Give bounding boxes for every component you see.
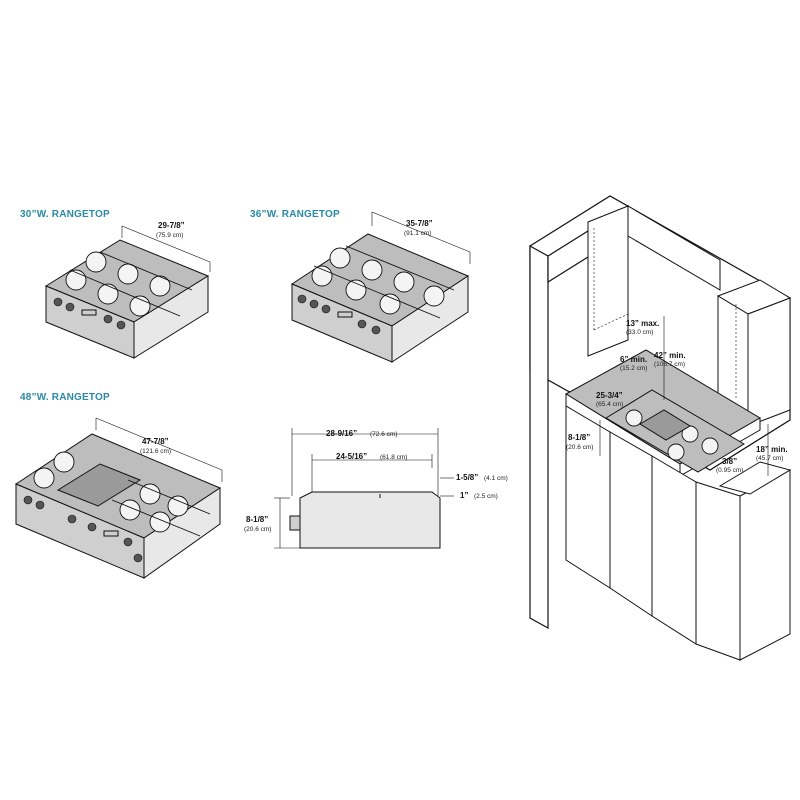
rangetop-36-knobs bbox=[297, 294, 381, 335]
installation-view: 13” max. (33.0 cm) 42” min. (106.7 cm) 6… bbox=[529, 195, 792, 661]
burner-icon bbox=[423, 285, 445, 307]
rangetop-36-dim-line bbox=[371, 211, 471, 253]
rangetop-48-dim-line bbox=[95, 417, 223, 471]
burner-icon bbox=[65, 269, 87, 291]
side-height-cm: (20.6 cm) bbox=[244, 526, 271, 533]
top-offset-cm: (4.1 cm) bbox=[484, 475, 508, 482]
installed-griddle bbox=[639, 409, 691, 441]
upper-cabinet-left bbox=[587, 205, 629, 357]
rangetop-30: 30”W. RANGETOP 29-7/8” (75.9 cm) bbox=[20, 209, 211, 359]
side-min: 6” min. bbox=[620, 355, 647, 364]
rangetop-30-width-cm: (75.9 cm) bbox=[156, 232, 183, 239]
burner-icon bbox=[53, 451, 75, 473]
knob-icon bbox=[371, 325, 381, 335]
knob-icon bbox=[65, 302, 75, 312]
rangetop-36: 36”W. RANGETOP 35-7/8” (91.1 cm) bbox=[250, 209, 471, 363]
hood bbox=[627, 205, 721, 291]
lip-height-cm: (2.5 cm) bbox=[474, 493, 498, 500]
hood-max: 13” max. bbox=[626, 319, 659, 328]
knob-icon bbox=[116, 320, 126, 330]
knob-icon bbox=[23, 495, 33, 505]
top-offset: 1-5/8” bbox=[456, 473, 478, 482]
knob-icon bbox=[309, 299, 319, 309]
lip-height: 1” bbox=[460, 491, 468, 500]
rangetop-48-width: 47-7/8” bbox=[142, 437, 169, 446]
inner-depth: 24-5/16” bbox=[336, 452, 367, 461]
clear-min-cm: (106.7 cm) bbox=[654, 361, 685, 368]
rangetop-36-width: 35-7/8” bbox=[406, 219, 433, 228]
burner-icon bbox=[167, 495, 189, 517]
burner-icon bbox=[667, 443, 685, 461]
side-view: 28-9/16” (72.6 cm) 24-5/16” (61.8 cm) 1-… bbox=[244, 428, 508, 549]
burner-icon bbox=[117, 263, 139, 285]
rangetop-30-width: 29-7/8” bbox=[158, 221, 185, 230]
inner-depth-cm: (61.8 cm) bbox=[380, 454, 407, 461]
burner-icon bbox=[149, 275, 171, 297]
rangetop-30-dim-line bbox=[121, 225, 211, 263]
knob-icon bbox=[321, 304, 331, 314]
rangetop-48-title: 48”W. RANGETOP bbox=[20, 392, 110, 403]
cutout-height: 8-1/8” bbox=[568, 433, 590, 442]
griddle-plate bbox=[56, 463, 142, 507]
burner-icon bbox=[393, 271, 415, 293]
counter-depth: 25-3/4” bbox=[596, 391, 623, 400]
knob-icon bbox=[133, 553, 143, 563]
left-panel bbox=[529, 244, 549, 630]
rear-gap-cm: (0.95 cm) bbox=[716, 467, 743, 474]
logo-plate bbox=[81, 309, 97, 316]
burner-icon bbox=[329, 247, 351, 269]
rangetop-36-width-cm: (91.1 cm) bbox=[404, 230, 431, 237]
knob-icon bbox=[67, 514, 77, 524]
side-height: 8-1/8” bbox=[246, 515, 268, 524]
burner-icon bbox=[139, 483, 161, 505]
burner-icon bbox=[33, 467, 55, 489]
burner-icon bbox=[361, 259, 383, 281]
burner-icon bbox=[97, 283, 119, 305]
knob-icon bbox=[103, 314, 113, 324]
base-cabinet-door-1 bbox=[609, 431, 653, 617]
rangetop-36-grates bbox=[311, 245, 455, 319]
upper-min: 18” min. bbox=[756, 445, 788, 454]
overall-depth: 28-9/16” bbox=[326, 429, 357, 438]
rangetop-48-width-cm: (121.6 cm) bbox=[140, 448, 171, 455]
base-cabinet-door-2 bbox=[651, 455, 697, 645]
knob-icon bbox=[357, 319, 367, 329]
rangetop-30-knobs bbox=[53, 297, 126, 330]
rangetop-36-title: 36”W. RANGETOP bbox=[250, 209, 340, 220]
knob-icon bbox=[35, 500, 45, 510]
rangetop-48-grates bbox=[33, 451, 211, 537]
side-min-cm: (15.2 cm) bbox=[620, 365, 647, 372]
logo-plate bbox=[337, 311, 353, 318]
rangetop-48-knobs bbox=[23, 495, 143, 563]
burner-icon bbox=[701, 437, 719, 455]
upper-min-cm: (45.7 cm) bbox=[756, 455, 783, 462]
counter-depth-cm: (65.4 cm) bbox=[596, 401, 623, 408]
burner-icon bbox=[149, 511, 171, 533]
knob-icon bbox=[123, 537, 133, 547]
overall-depth-cm: (72.6 cm) bbox=[370, 431, 397, 438]
rangetop-30-grates bbox=[65, 251, 193, 317]
burner-icon bbox=[625, 409, 643, 427]
clear-min: 42” min. bbox=[654, 351, 686, 360]
hood-max-cm: (33.0 cm) bbox=[626, 329, 653, 336]
burner-icon bbox=[85, 251, 107, 273]
side-profile bbox=[299, 491, 441, 549]
knob-icon bbox=[87, 522, 97, 532]
cutout-height-cm: (20.6 cm) bbox=[566, 444, 593, 451]
rangetop-30-title: 30”W. RANGETOP bbox=[20, 209, 110, 220]
base-cabinet-side bbox=[739, 469, 791, 661]
rear-gap: 3/8” bbox=[722, 457, 737, 466]
knob-icon bbox=[297, 294, 307, 304]
knob-icon bbox=[53, 297, 63, 307]
base-cabinet-door-3 bbox=[695, 481, 741, 661]
rangetop-48: 48”W. RANGETOP 47-7/8” (121.6 cm) bbox=[14, 392, 223, 579]
logo-plate bbox=[103, 530, 119, 537]
side-knob bbox=[289, 515, 301, 531]
